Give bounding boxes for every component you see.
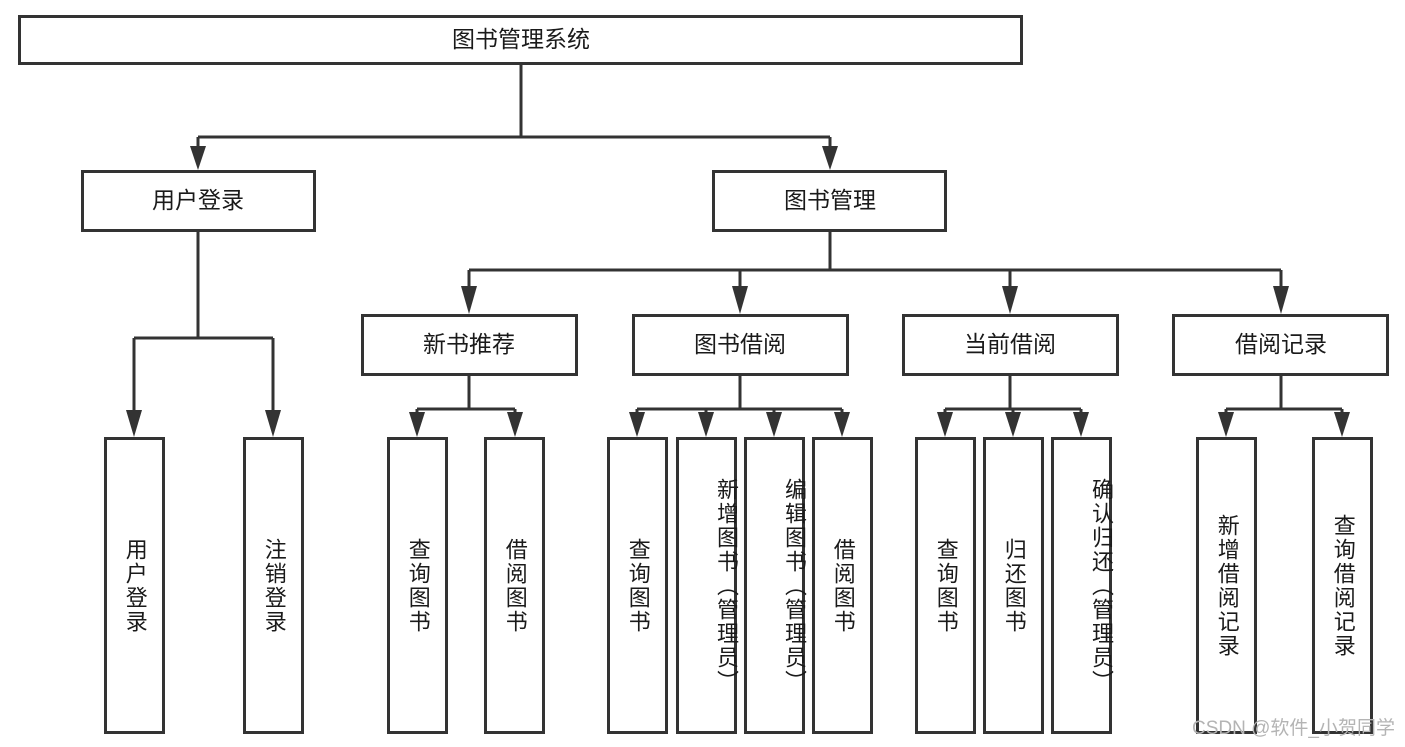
node-box-leaf-query-book-1[interactable] <box>387 437 448 734</box>
node-box-book-borrow[interactable] <box>632 314 849 376</box>
arrow-icon-user-login-leaf-1 <box>126 410 142 437</box>
node-label-new-book-rec: 新书推荐 <box>423 331 515 357</box>
arrow-icon-borrow-record-leaf-2 <box>1334 412 1350 437</box>
arrow-icon-new-book-rec-leaf-2 <box>507 412 523 437</box>
node-box-leaf-return-book[interactable] <box>983 437 1044 734</box>
node-box-root[interactable] <box>18 15 1023 65</box>
arrow-icon-to-borrow-record <box>1273 286 1289 314</box>
arrow-icon-current-borrow-leaf-1 <box>937 412 953 437</box>
arrow-icon-borrow-record-leaf-1 <box>1218 412 1234 437</box>
node-label-borrow-record: 借阅记录 <box>1235 331 1327 357</box>
arrow-icon-new-book-rec-leaf-1 <box>409 412 425 437</box>
arrow-icon-current-borrow-leaf-3 <box>1073 412 1089 437</box>
node-box-leaf-add-book[interactable] <box>676 437 737 734</box>
arrow-icon-to-new-book-rec <box>461 286 477 314</box>
node-label-user-login: 用户登录 <box>152 187 244 213</box>
arrow-icon-user-login-leaf-2 <box>265 410 281 437</box>
node-label-root: 图书管理系统 <box>452 26 590 52</box>
node-box-borrow-record[interactable] <box>1172 314 1389 376</box>
arrow-icon-current-borrow-leaf-2 <box>1005 412 1021 437</box>
node-box-leaf-query-book-2[interactable] <box>607 437 668 734</box>
node-label-current-borrow: 当前借阅 <box>964 331 1056 357</box>
node-box-leaf-query-record[interactable] <box>1312 437 1373 734</box>
node-box-leaf-edit-book[interactable] <box>744 437 805 734</box>
node-box-leaf-confirm-return[interactable] <box>1051 437 1112 734</box>
node-box-leaf-user-login[interactable] <box>104 437 165 734</box>
arrow-icon-book-borrow-leaf-4 <box>834 412 850 437</box>
node-box-book-manage[interactable] <box>712 170 947 232</box>
arrow-icon-to-book-borrow <box>732 286 748 314</box>
node-box-leaf-borrow-book-2[interactable] <box>812 437 873 734</box>
arrow-icon-to-current-borrow <box>1002 286 1018 314</box>
node-label-book-manage: 图书管理 <box>784 187 876 213</box>
arrow-icon-root-to-book-manage <box>822 146 838 170</box>
node-box-leaf-borrow-book-1[interactable] <box>484 437 545 734</box>
arrow-icon-root-to-user-login <box>190 146 206 170</box>
csdn-watermark: CSDN @软件_小贺同学 <box>1192 718 1395 739</box>
node-box-user-login[interactable] <box>81 170 316 232</box>
node-box-leaf-add-record[interactable] <box>1196 437 1257 734</box>
node-box-new-book-rec[interactable] <box>361 314 578 376</box>
arrow-icon-book-borrow-leaf-1 <box>629 412 645 437</box>
node-label-book-borrow: 图书借阅 <box>694 331 786 357</box>
node-box-current-borrow[interactable] <box>902 314 1119 376</box>
arrow-icon-book-borrow-leaf-2 <box>698 412 714 437</box>
node-box-leaf-logout[interactable] <box>243 437 304 734</box>
node-box-leaf-query-book-3[interactable] <box>915 437 976 734</box>
arrow-icon-book-borrow-leaf-3 <box>766 412 782 437</box>
